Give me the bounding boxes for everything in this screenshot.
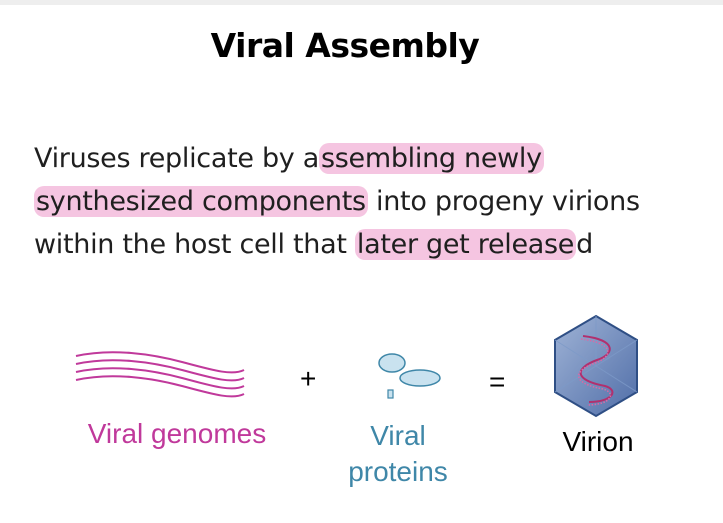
- slide-title: Viral Assembly: [210, 26, 480, 65]
- equals-sign: =: [489, 366, 506, 397]
- virion-label: Virion: [562, 426, 634, 457]
- description-paragraph: Viruses replicate by assembling newly sy…: [34, 140, 714, 269]
- paragraph-line-3: within the host cell that later get rele…: [34, 226, 714, 269]
- viral-genomes-label: Viral genomes: [87, 418, 267, 449]
- viral-genomes-icon: [75, 351, 245, 398]
- line-1-highlight: ssembling newly: [319, 143, 544, 174]
- line-1-text: Viruses replicate by a: [34, 143, 319, 174]
- line-2-highlight: synthesized components: [34, 186, 368, 217]
- paragraph-line-1: Viruses replicate by assembling newly: [34, 140, 714, 183]
- viral-proteins-label-line-2: proteins: [348, 456, 448, 487]
- virion-icon: [554, 314, 638, 418]
- line-3-text: within the host cell that: [34, 229, 355, 260]
- viral-proteins-icon: [378, 353, 441, 399]
- line-3-tail: d: [576, 229, 593, 260]
- line-2-text: into progeny virions: [367, 186, 640, 217]
- plus-sign: +: [300, 363, 317, 394]
- viral-proteins-label-line-1: Viral: [370, 420, 426, 451]
- line-3-highlight: later get release: [354, 229, 577, 260]
- paragraph-line-2: synthesized components into progeny viri…: [34, 183, 714, 226]
- top-border-strip: [0, 0, 723, 5]
